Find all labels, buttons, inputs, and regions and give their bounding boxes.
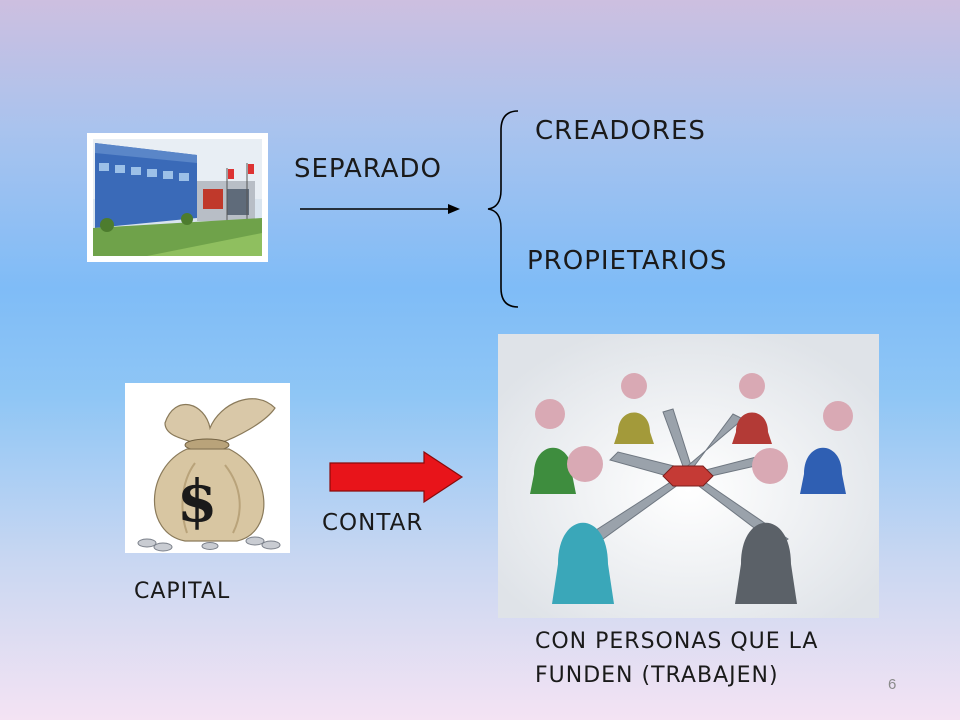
separado-label: SEPARADO	[294, 154, 443, 184]
black-arrow-icon	[300, 204, 460, 214]
personas-label-line2: FUNDEN (TRABAJEN)	[535, 663, 779, 688]
svg-text:$: $	[177, 467, 217, 535]
contar-label: CONTAR	[322, 510, 424, 536]
red-arrow-icon	[329, 450, 464, 504]
people-network-photo	[498, 334, 879, 618]
building-photo	[87, 133, 268, 262]
curly-brace-icon	[487, 110, 519, 308]
personas-label-line1: CON PERSONAS QUE LA	[535, 629, 819, 654]
capital-label: CAPITAL	[134, 579, 231, 604]
propietarios-label: PROPIETARIOS	[527, 246, 728, 276]
slide-number: 6	[888, 676, 897, 693]
money-bag-photo: $	[125, 383, 290, 553]
creadores-label: CREADORES	[535, 116, 706, 146]
